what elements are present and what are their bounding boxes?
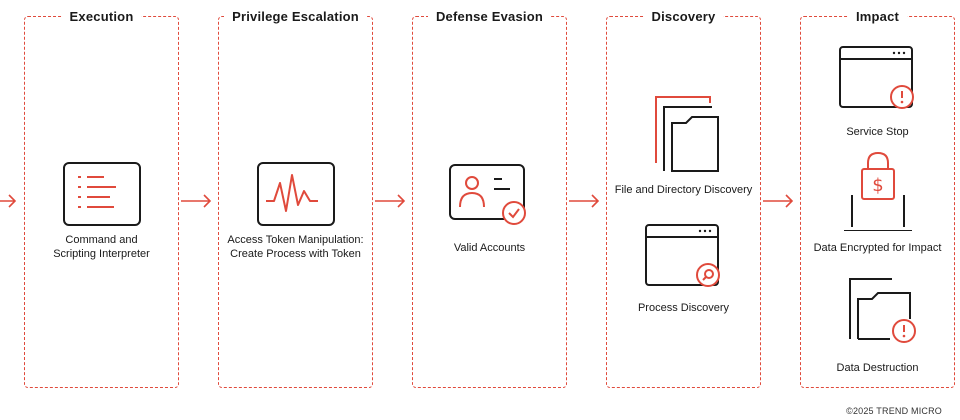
technique-label-line: Command and [65, 234, 138, 246]
flow-arrow-3 [569, 194, 600, 208]
column-impact: Impact Service Stop $ Data Encrypted for… [800, 9, 955, 388]
column-title: Impact [847, 9, 908, 24]
technique-label-line: Create Process with Token [230, 248, 361, 260]
technique-label-line: Valid Accounts [453, 242, 526, 254]
window-search-icon [644, 224, 720, 287]
technique-label-line: Data Destruction [836, 362, 919, 374]
technique-access-token-manipulation: Access Token Manipulation: Create Proces… [219, 161, 372, 261]
id-card-check-icon [448, 164, 526, 225]
technique-valid-accounts: Valid Accounts [413, 163, 566, 255]
technique-file-directory-discovery: File and Directory Discovery [607, 93, 760, 197]
technique-service-stop: Service Stop [801, 45, 954, 139]
technique-label-line: Access Token Manipulation: [227, 234, 364, 246]
column-title: Defense Evasion [427, 9, 552, 24]
flow-arrow-1 [181, 194, 212, 208]
technique-label-line: Service Stop [846, 126, 909, 138]
technique-label-line: Data Encrypted for Impact [813, 242, 942, 254]
pulse-monitor-icon [256, 162, 335, 226]
laptop-lock-icon: $ [843, 151, 912, 231]
column-discovery: Discovery File and Directory Discovery P… [606, 9, 761, 388]
column-title: Privilege Escalation [224, 9, 367, 24]
technique-process-discovery: Process Discovery [607, 223, 760, 315]
svg-text:$: $ [872, 175, 883, 196]
technique-label-line: Process Discovery [637, 302, 730, 314]
technique-data-destruction: Data Destruction [801, 275, 954, 375]
folder-document-icon [654, 96, 719, 172]
flow-arrow-2 [375, 194, 406, 208]
technique-command-scripting-interpreter: Command and Scripting Interpreter [25, 161, 178, 261]
column-execution: Execution Command and Scripting Interpre… [24, 9, 179, 388]
column-privilege-escalation: Privilege Escalation Access Token Manipu… [218, 9, 373, 388]
copyright-footer: ©2025 TREND MICRO [846, 406, 942, 416]
column-defense-evasion: Defense Evasion Valid Accounts [412, 9, 567, 388]
column-title: Discovery [643, 9, 724, 24]
technique-data-encrypted-for-impact: $ Data Encrypted for Impact [801, 151, 954, 255]
script-window-icon [62, 162, 141, 226]
technique-label-line: File and Directory Discovery [614, 184, 753, 196]
folder-alert-icon [848, 278, 916, 343]
window-alert-icon [838, 46, 914, 109]
flow-arrow-4 [763, 194, 794, 208]
technique-label-line: Scripting Interpreter [53, 248, 150, 260]
column-title: Execution [61, 9, 142, 24]
flow-arrow-in [0, 194, 17, 208]
